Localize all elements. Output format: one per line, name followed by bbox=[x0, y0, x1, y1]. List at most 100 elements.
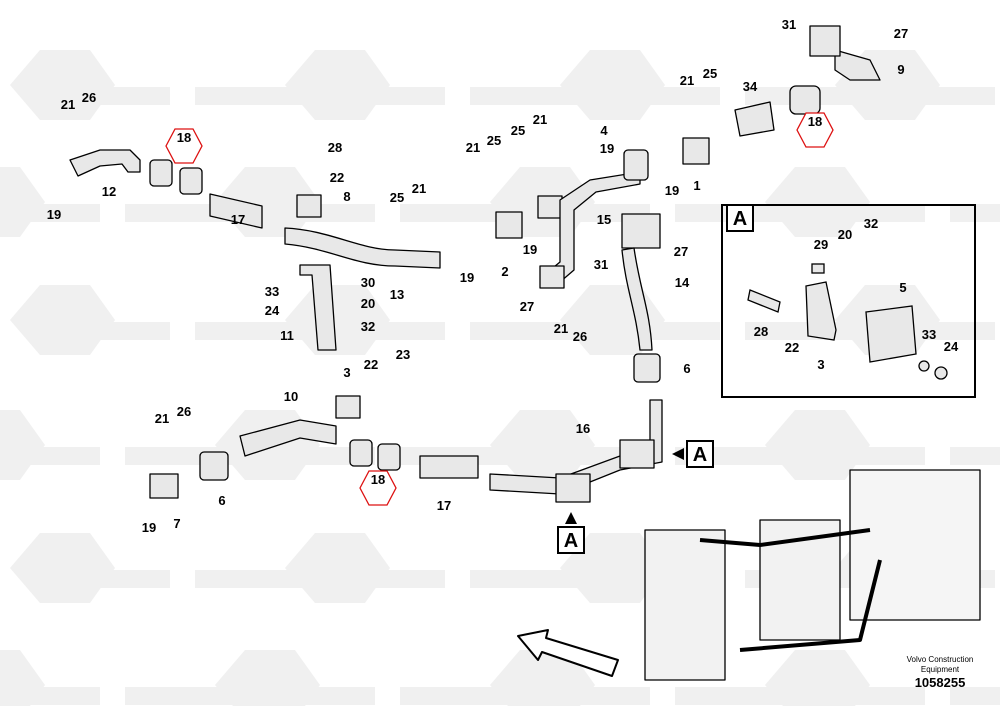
watermark-band bbox=[470, 87, 580, 105]
callout-label-33: 33 bbox=[265, 284, 279, 299]
callout-label-27: 27 bbox=[674, 244, 688, 259]
hose-12 bbox=[69, 149, 141, 177]
view-marker-box bbox=[686, 440, 714, 468]
callout-label-30: 30 bbox=[361, 275, 375, 290]
callout-label-4: 4 bbox=[600, 123, 608, 138]
callout-label-10: 10 bbox=[284, 389, 298, 404]
callout-label-7: 7 bbox=[173, 516, 180, 531]
callout-label-28: 28 bbox=[328, 140, 342, 155]
pipe-13 bbox=[284, 227, 441, 269]
bracket bbox=[619, 439, 655, 469]
plate-5 bbox=[865, 305, 917, 363]
view-marker-box bbox=[726, 204, 754, 232]
clamp-3 bbox=[335, 395, 361, 419]
callout-label-21: 21 bbox=[554, 321, 568, 336]
view-marker-label: A bbox=[693, 444, 707, 466]
callout-label-23: 23 bbox=[396, 347, 410, 362]
callout-label-18: 18 bbox=[808, 114, 822, 129]
clamp bbox=[179, 167, 203, 195]
callout-label-8: 8 bbox=[343, 189, 350, 204]
inset-callout-28: 28 bbox=[754, 324, 768, 339]
hose-34 bbox=[734, 101, 775, 137]
credit-line-1: Volvo Construction bbox=[906, 655, 974, 664]
watermark-band bbox=[470, 570, 580, 588]
watermark-band bbox=[675, 687, 785, 705]
watermark-band bbox=[335, 87, 445, 105]
clamp-8 bbox=[296, 194, 322, 218]
inset-callout-33: 33 bbox=[922, 327, 936, 342]
inset-callout-3: 3 bbox=[817, 357, 824, 372]
callout-label-20: 20 bbox=[361, 296, 375, 311]
callout-label-6: 6 bbox=[683, 361, 690, 376]
callout-label-19: 19 bbox=[460, 270, 474, 285]
bracket-11 bbox=[299, 264, 337, 351]
callout-label-27: 27 bbox=[520, 299, 534, 314]
watermark-band bbox=[400, 687, 510, 705]
callout-label-11: 11 bbox=[280, 328, 294, 343]
callout-label-21: 21 bbox=[533, 112, 547, 127]
callout-label-25: 25 bbox=[511, 123, 525, 138]
callout-label-17: 17 bbox=[437, 498, 451, 513]
nut-24 bbox=[934, 366, 948, 380]
watermark-band bbox=[60, 87, 170, 105]
hose-10 bbox=[239, 419, 337, 457]
hose-17-lower bbox=[419, 455, 479, 479]
watermark-band bbox=[60, 322, 170, 340]
watermark-band bbox=[815, 204, 925, 222]
callout-label-21: 21 bbox=[412, 181, 426, 196]
inset-callout-20: 20 bbox=[838, 227, 852, 242]
inset-callout-24: 24 bbox=[944, 339, 959, 354]
callout-label-24: 24 bbox=[265, 303, 280, 318]
washer-33 bbox=[918, 360, 930, 372]
watermark-band bbox=[400, 204, 510, 222]
watermark-band bbox=[470, 322, 580, 340]
highlight-hexagon bbox=[796, 112, 834, 148]
illustration-number: 1058255 bbox=[914, 675, 966, 690]
marker-arrow bbox=[565, 512, 577, 524]
flange-7 bbox=[149, 473, 179, 499]
callout-label-25: 25 bbox=[487, 133, 501, 148]
screw-29 bbox=[811, 263, 825, 274]
callout-label-12: 12 bbox=[102, 184, 116, 199]
detail-a-frame bbox=[721, 204, 976, 398]
callout-label-21: 21 bbox=[61, 97, 75, 112]
watermark-band bbox=[0, 687, 100, 705]
callout-label-15: 15 bbox=[597, 212, 611, 227]
inset-callout-5: 5 bbox=[899, 280, 906, 295]
watermark-band bbox=[885, 87, 995, 105]
watermark-band bbox=[265, 447, 375, 465]
callout-label-21: 21 bbox=[466, 140, 480, 155]
watermark-band bbox=[950, 687, 1000, 705]
radiator bbox=[644, 529, 726, 681]
callout-label-19: 19 bbox=[665, 183, 679, 198]
callout-label-19: 19 bbox=[523, 242, 537, 257]
bolt-28 bbox=[747, 289, 781, 313]
callout-label-31: 31 bbox=[782, 17, 796, 32]
callout-label-32: 32 bbox=[361, 319, 375, 334]
block-14 bbox=[621, 213, 661, 249]
watermark-band bbox=[950, 447, 1000, 465]
view-markers: AAA bbox=[557, 204, 754, 554]
clamp-3 bbox=[805, 281, 837, 341]
watermark-band bbox=[815, 687, 925, 705]
callout-label-1: 1 bbox=[693, 178, 700, 193]
callout-label-17: 17 bbox=[231, 212, 245, 227]
watermark-band bbox=[335, 570, 445, 588]
clamp-18 bbox=[789, 85, 821, 115]
pipe-9 bbox=[834, 49, 881, 81]
callout-label-19: 19 bbox=[600, 141, 614, 156]
block bbox=[809, 25, 841, 57]
watermark-band bbox=[0, 204, 100, 222]
callout-label-26: 26 bbox=[573, 329, 587, 344]
callout-label-26: 26 bbox=[82, 90, 96, 105]
callout-label-26: 26 bbox=[177, 404, 191, 419]
callout-label-9: 9 bbox=[897, 62, 904, 77]
watermark-band bbox=[195, 570, 305, 588]
clamp-6 bbox=[633, 353, 661, 383]
callout-label-25: 25 bbox=[703, 66, 717, 81]
credit-line-2: Equipment bbox=[920, 665, 960, 674]
watermark-band bbox=[815, 447, 925, 465]
publisher-credit: Volvo Construction Equipment 1058255 bbox=[890, 655, 990, 690]
